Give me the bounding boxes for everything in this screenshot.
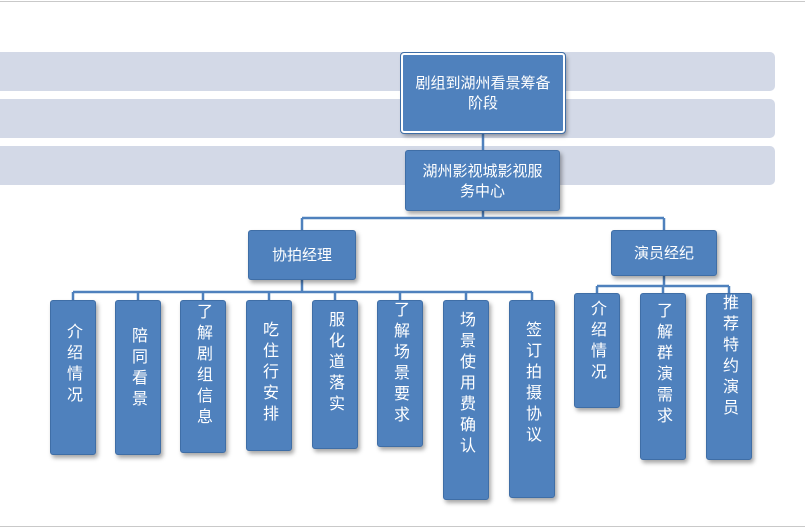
manager-label: 协拍经理 [271,246,332,264]
level-band-1 [0,52,775,91]
task-node: 了解场景要求 [377,300,423,447]
level-band-3 [0,146,775,185]
manager-label: 演员经纪 [633,244,694,262]
bottom-border [0,526,805,527]
task-node: 介绍情况 [50,300,96,455]
task-label: 介绍情况 [64,323,83,407]
connector-manager2-tasks [595,276,731,293]
task-node: 了解剧组信息 [180,300,226,453]
task-node: 签订拍摄协议 [509,300,555,498]
task-node: 了解群演需求 [640,293,686,460]
root-node: 剧组到湖州看景筹备阶段 [400,52,566,134]
task-label: 场景使用费确认 [457,311,476,458]
task-label: 了解场景要求 [391,301,410,427]
level-band-2 [0,99,775,138]
task-label: 签订拍摄协议 [523,321,542,447]
task-node: 场景使用费确认 [443,300,489,500]
task-label: 了解剧组信息 [194,303,213,429]
connector-manager1-tasks [71,280,534,300]
task-label: 推荐特约演员 [720,294,739,420]
task-label: 介绍情况 [588,300,607,384]
task-label: 吃住行安排 [260,321,279,426]
center-node: 湖州影视城影视服务中心 [405,150,560,211]
task-label: 陪同看景 [129,327,148,411]
task-node: 吃住行安排 [246,300,292,451]
task-label: 了解群演需求 [654,302,673,428]
task-node: 推荐特约演员 [706,293,752,460]
manager-node-2: 演员经纪 [611,230,717,276]
task-node: 介绍情况 [574,293,620,408]
task-label: 服化道落实 [326,311,345,416]
center-label: 湖州影视城影视服务中心 [422,161,543,200]
task-node: 服化道落实 [312,300,358,449]
root-label: 剧组到湖州看景筹备阶段 [415,74,551,112]
manager-node-1: 协拍经理 [248,230,356,280]
task-node: 陪同看景 [115,300,161,455]
top-border [0,1,805,2]
connector-center-managers [300,211,666,230]
